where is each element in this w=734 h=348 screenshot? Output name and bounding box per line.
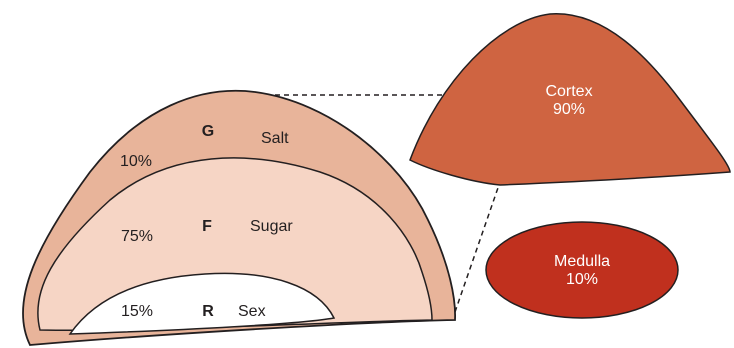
zone-r-hormone: Sex [238,303,266,320]
zone-f-hormone: Sugar [250,218,293,235]
zone-g-hormone: Salt [261,130,289,147]
zone-f-letter: F [202,218,212,235]
zone-g-letter: G [202,123,214,140]
cortex-percent: 90% [553,101,585,118]
zone-g-percent: 10% [120,153,152,170]
medulla-percent: 10% [566,271,598,288]
zone-r-letter: R [202,303,214,320]
cortex-label: Cortex [545,83,592,100]
zone-r-percent: 15% [121,303,153,320]
medulla-shape [486,222,678,318]
connector-line-bottom [455,182,500,312]
medulla-label: Medulla [554,253,610,270]
zone-f-percent: 75% [121,228,153,245]
